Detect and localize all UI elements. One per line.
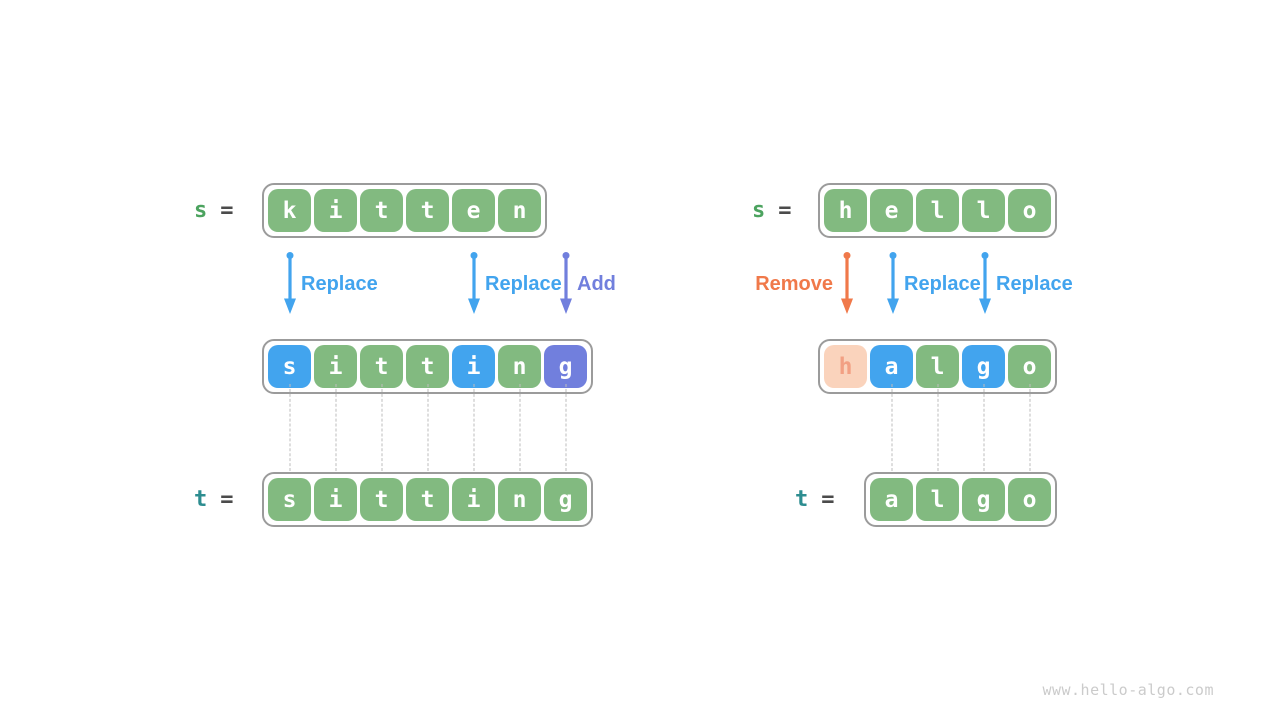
- char-cell-changed: s: [268, 345, 311, 388]
- remove-arrow-icon: [839, 252, 855, 314]
- add-arrow-icon: [558, 252, 574, 314]
- left-t-equals: =: [220, 487, 234, 512]
- alignment-dash-line: [983, 384, 984, 476]
- right-t-variable-label: t =: [795, 472, 835, 527]
- char-cell: o: [1008, 189, 1051, 232]
- char-cell: e: [870, 189, 913, 232]
- right-s-variable-label: s =: [752, 183, 792, 238]
- char-cell: a: [870, 478, 913, 521]
- alignment-dash-line: [891, 384, 892, 476]
- char-cell: n: [498, 478, 541, 521]
- replace-arrow-icon: [977, 252, 993, 314]
- char-cell: l: [916, 478, 959, 521]
- char-cell: t: [406, 478, 449, 521]
- alignment-dash-line: [519, 384, 520, 476]
- char-cell: g: [962, 478, 1005, 521]
- char-cell: g: [544, 478, 587, 521]
- operation-label-replace: Replace: [904, 273, 981, 295]
- char-cell: t: [406, 189, 449, 232]
- char-cell: s: [268, 478, 311, 521]
- replace-arrow-icon: [282, 252, 298, 314]
- left-t-variable-label: t =: [194, 472, 234, 527]
- replace-arrow-icon: [885, 252, 901, 314]
- char-cell-added: g: [544, 345, 587, 388]
- char-cell: i: [314, 478, 357, 521]
- replace-arrow-icon: [466, 252, 482, 314]
- right-t-equals: =: [821, 487, 835, 512]
- char-cell-removed: h: [824, 345, 867, 388]
- left-intermediate-string-box: s i t t i n g: [262, 339, 593, 394]
- char-cell: l: [962, 189, 1005, 232]
- left-s-name: s: [194, 198, 208, 223]
- char-cell: t: [360, 345, 403, 388]
- operation-label-replace: Replace: [301, 273, 378, 295]
- char-cell: l: [916, 345, 959, 388]
- char-cell: i: [314, 189, 357, 232]
- left-source-string-box: k i t t e n: [262, 183, 547, 238]
- char-cell: k: [268, 189, 311, 232]
- char-cell: l: [916, 189, 959, 232]
- alignment-dash-line: [1029, 384, 1030, 476]
- left-s-equals: =: [220, 198, 234, 223]
- left-t-name: t: [194, 487, 208, 512]
- alignment-dash-line: [427, 384, 428, 476]
- left-target-string-box: s i t t i n g: [262, 472, 593, 527]
- right-s-name: s: [752, 198, 766, 223]
- alignment-dash-line: [565, 384, 566, 476]
- char-cell: e: [452, 189, 495, 232]
- char-cell: i: [452, 478, 495, 521]
- alignment-dash-line: [289, 384, 290, 476]
- alignment-dash-line: [473, 384, 474, 476]
- alignment-dash-line: [335, 384, 336, 476]
- char-cell: n: [498, 345, 541, 388]
- char-cell-changed: a: [870, 345, 913, 388]
- char-cell: n: [498, 189, 541, 232]
- right-target-string-box: a l g o: [864, 472, 1057, 527]
- char-cell: t: [360, 189, 403, 232]
- right-t-name: t: [795, 487, 809, 512]
- char-cell: t: [406, 345, 449, 388]
- operation-label-remove: Remove: [755, 273, 833, 295]
- char-cell: o: [1008, 345, 1051, 388]
- right-source-string-box: h e l l o: [818, 183, 1057, 238]
- right-s-equals: =: [778, 198, 792, 223]
- char-cell: o: [1008, 478, 1051, 521]
- left-s-variable-label: s =: [194, 183, 234, 238]
- char-cell-changed: g: [962, 345, 1005, 388]
- alignment-dash-line: [381, 384, 382, 476]
- site-watermark: www.hello-algo.com: [1042, 681, 1214, 699]
- char-cell: h: [824, 189, 867, 232]
- alignment-dash-line: [937, 384, 938, 476]
- char-cell: t: [360, 478, 403, 521]
- operation-label-add: Add: [577, 273, 616, 295]
- operation-label-replace: Replace: [996, 273, 1073, 295]
- char-cell: i: [314, 345, 357, 388]
- operation-label-replace: Replace: [485, 273, 562, 295]
- char-cell-changed: i: [452, 345, 495, 388]
